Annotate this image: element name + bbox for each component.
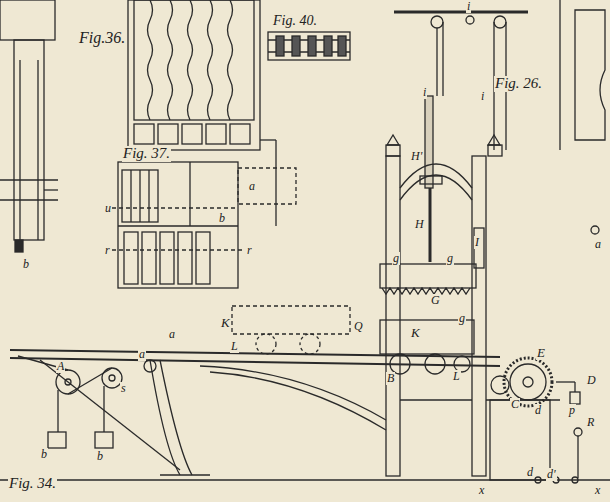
figure-label: Fig. 40. <box>272 14 318 29</box>
callout-letter: r <box>104 244 111 257</box>
callout-letter: p <box>568 404 576 417</box>
callout-letter: B <box>386 372 395 385</box>
fig40-grid <box>268 32 350 60</box>
callout-letter: s <box>120 382 127 395</box>
callout-letter: g <box>392 252 400 265</box>
fig37-plan <box>112 162 296 288</box>
callout-letter: r <box>246 244 253 257</box>
callout-letter: a <box>168 328 176 341</box>
callout-letter: C <box>510 398 520 411</box>
figure-label: Fig. 34. <box>8 476 57 492</box>
callout-letter: u <box>104 202 112 215</box>
figure-label: Fig.36. <box>78 30 126 47</box>
callout-letter: A <box>56 360 65 373</box>
callout-letter: K <box>410 326 421 340</box>
callout-letter: d' <box>546 468 557 481</box>
callout-letter: x <box>594 484 601 497</box>
rail-and-truss <box>10 350 500 475</box>
callout-letter: g <box>446 252 454 265</box>
callout-letter: G <box>430 294 441 307</box>
callout-letter: H <box>414 218 425 231</box>
callout-letter: b <box>218 212 226 225</box>
figure-label: Fig. 26. <box>494 76 543 92</box>
fig36-frame <box>128 0 276 226</box>
callout-letter: Q <box>353 320 364 333</box>
callout-letter: i <box>466 0 471 13</box>
callout-letter: i <box>422 86 427 99</box>
callout-letter: b <box>96 450 104 463</box>
callout-letter: D <box>586 374 597 387</box>
callout-letter: a <box>248 180 256 193</box>
callout-letter: b <box>22 258 30 271</box>
figure-label: Fig. 37. <box>122 146 171 162</box>
callout-letter: E <box>536 346 546 360</box>
callout-letter: K <box>220 316 231 330</box>
callout-letter: x <box>478 484 485 497</box>
callout-letter: R <box>586 416 595 429</box>
callout-letter: i <box>480 90 485 103</box>
callout-letter: I <box>474 236 480 249</box>
callout-letter: L <box>230 340 239 353</box>
callout-letter: L <box>452 370 461 383</box>
callout-letter: d <box>534 404 542 417</box>
callout-letter: a <box>594 238 602 251</box>
partial-machine-left <box>0 0 58 252</box>
callout-letter: g <box>458 312 466 325</box>
press-frame <box>380 12 560 476</box>
callout-letter: H' <box>410 150 423 163</box>
partial-machine-right <box>560 0 605 234</box>
callout-letter: b <box>40 448 48 461</box>
callout-letter: d <box>526 466 534 479</box>
gear-drive <box>0 358 610 483</box>
callout-letter: a <box>138 348 146 361</box>
